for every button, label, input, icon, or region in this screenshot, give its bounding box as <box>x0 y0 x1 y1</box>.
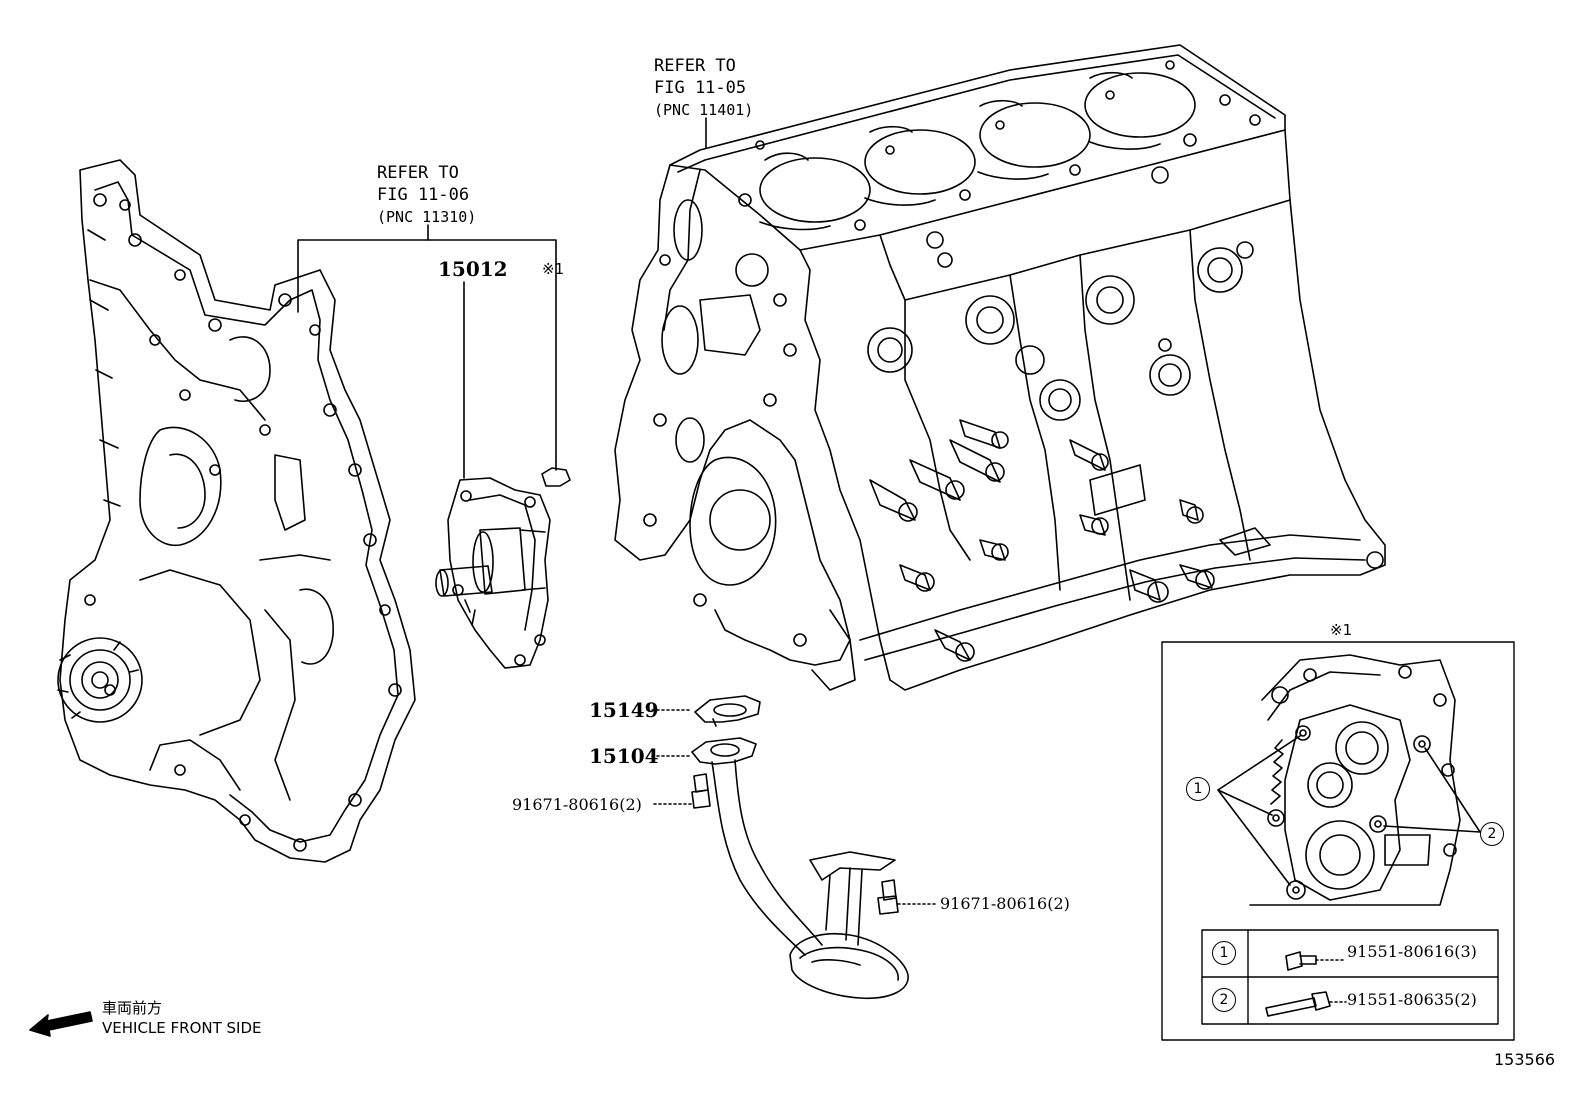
front-arrow-icon <box>29 1011 93 1037</box>
detail-callout-2: 2 <box>1480 822 1504 846</box>
water-pump-drawing <box>435 477 551 669</box>
strainer-gasket-drawing <box>694 695 761 727</box>
detail-title: ※1 <box>1330 621 1353 639</box>
ref-11-05-line1: REFER TO <box>654 56 736 76</box>
table-row-2-num: 2 <box>1212 988 1236 1012</box>
strainer-bolt-right-drawing <box>877 879 899 915</box>
diagram-id: 153566 <box>1494 1050 1556 1069</box>
table-row-1-part: 91551-80616(3) <box>1347 942 1477 961</box>
strainer-bolt-left-drawing <box>691 773 711 809</box>
part-number-bolt-right: 91671-80616(2) <box>940 894 1070 913</box>
pump-bolt-drawing <box>541 461 571 487</box>
part-number-strainer: 15104 <box>589 744 659 768</box>
ref-11-06-line3: (PNC 11310) <box>377 208 477 226</box>
oil-strainer-drawing <box>691 737 909 1000</box>
ref-11-06-line1: REFER TO <box>377 163 459 183</box>
asterisk-marker: ※1 <box>542 260 565 278</box>
table-row-2-part: 91551-80635(2) <box>1347 990 1477 1009</box>
part-number-bolt-left: 91671-80616(2) <box>512 795 642 814</box>
table-row-1-num: 1 <box>1212 941 1236 965</box>
ref-11-06-line2: FIG 11-06 <box>377 185 470 205</box>
detail-callout-1: 1 <box>1186 777 1210 801</box>
direction-en: VEHICLE FRONT SIDE <box>102 1019 262 1037</box>
ref-11-05-line2: FIG 11-05 <box>654 78 747 98</box>
part-number-water-pump: 15012 <box>438 257 508 281</box>
direction-jp: 車両前方 <box>102 999 163 1017</box>
part-number-gasket: 15149 <box>589 698 659 722</box>
ref-bracket-11-06 <box>297 224 557 479</box>
timing-cover-drawing <box>57 159 416 863</box>
detail-box <box>1161 641 1515 1041</box>
cylinder-block-drawing <box>614 44 1386 691</box>
ref-11-05-line3: (PNC 11401) <box>654 101 754 119</box>
